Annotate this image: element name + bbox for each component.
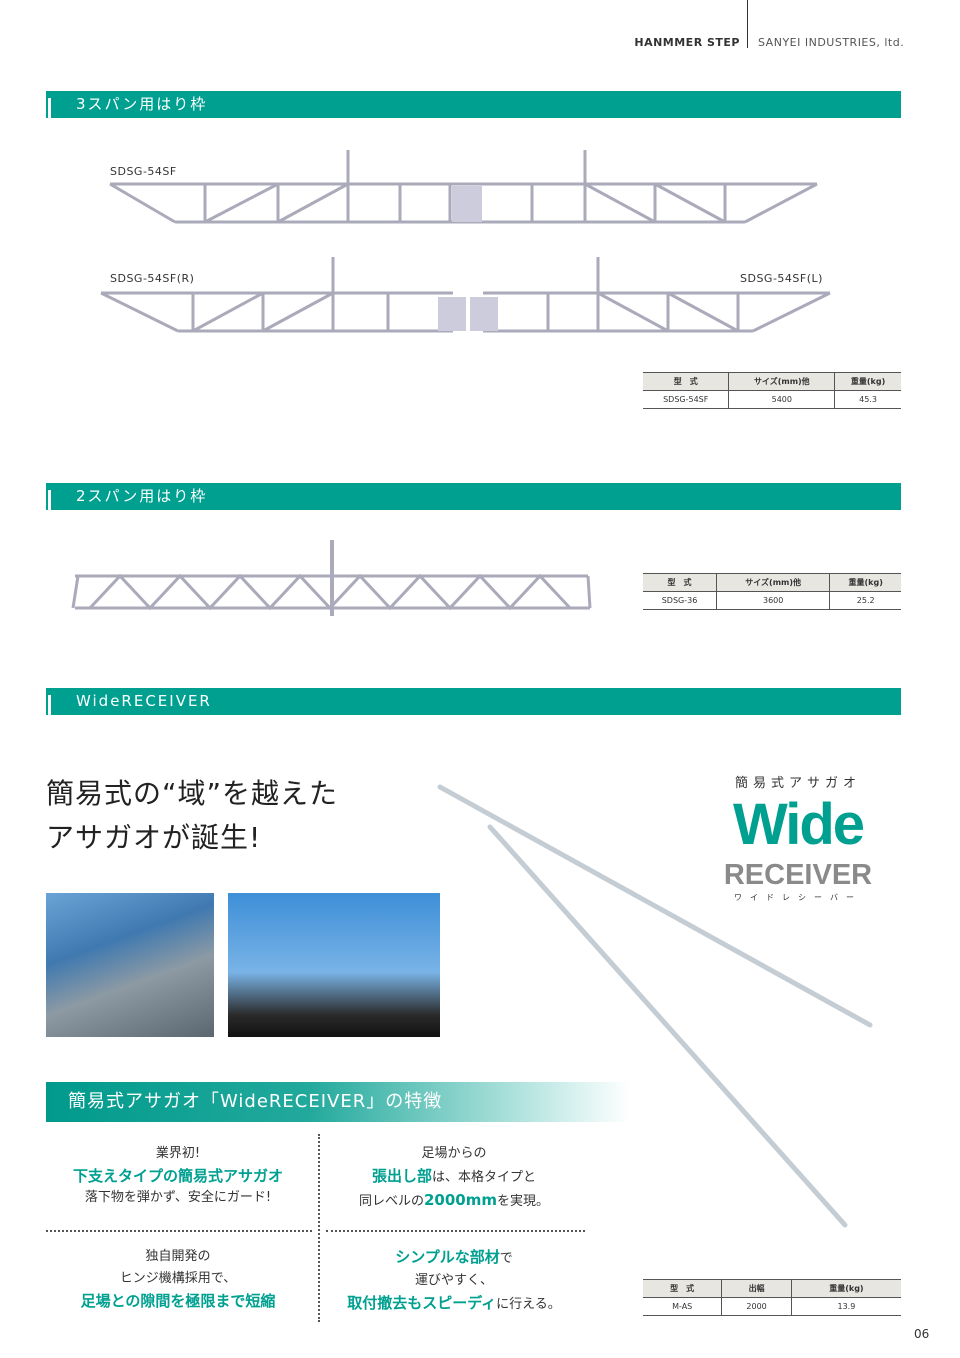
logo-sub: RECEIVER: [723, 859, 873, 891]
cell-model: SDSG-36: [643, 591, 717, 610]
col-header: 重量(kg): [834, 372, 901, 391]
model-label: SDSG-54SF: [110, 165, 177, 178]
logo-main: Wide: [732, 792, 865, 857]
divider-horizontal: [46, 1230, 312, 1232]
feature-text: 落下物を弾かず、安全にガード!: [84, 1190, 272, 1205]
feature-highlight: 足場との隙間を極限まで短縮: [80, 1292, 276, 1310]
cell-size: 3600: [715, 591, 830, 610]
feature-text: に行える。: [496, 1297, 561, 1312]
feature-highlight: 下支えタイプの簡易式アサガオ: [72, 1167, 283, 1185]
feature-3: 独自開発の ヒンジ機構採用で、 足場との隙間を極限まで短縮: [43, 1246, 313, 1312]
company-label: SANYEI INDUSTRIES, ltd.: [758, 36, 905, 49]
feature-1: 業界初! 下支えタイプの簡易式アサガオ 落下物を弾かず、安全にガード!: [43, 1143, 313, 1209]
wide-receiver-product-image: [437, 784, 873, 1228]
logo-top: 簡易式アサガオ: [734, 775, 861, 790]
feature-text: で: [499, 1251, 513, 1266]
features-title-bar: 簡易式アサガオ「WideRECEIVER」の特徴: [46, 1082, 630, 1122]
cell-width: 2000: [721, 1297, 792, 1316]
divider-horizontal: [326, 1230, 585, 1232]
feature-text: は、本格タイプと: [432, 1170, 537, 1185]
feature-text: を実現。: [497, 1194, 550, 1209]
col-header: サイズ(mm)他: [728, 372, 835, 391]
feature-text: ヒンジ機構採用で、: [119, 1271, 237, 1286]
col-header: 出幅: [721, 1279, 792, 1298]
cell-model: M-AS: [643, 1297, 722, 1316]
cell-weight: 25.2: [829, 591, 901, 610]
cell-model: SDSG-54SF: [643, 390, 729, 409]
feature-text: 業界初!: [155, 1146, 201, 1161]
divider-vertical: [318, 1134, 320, 1322]
col-header: 型 式: [643, 1279, 722, 1298]
wide-receiver-logo: 簡易式アサガオ Wide RECEIVER ワイドレシーバー: [712, 774, 884, 904]
photo-scaffold-sky: [228, 893, 440, 1037]
section-bar-3span: 3スパン用はり枠: [46, 91, 901, 118]
feature-text: 同レベルの: [358, 1194, 424, 1209]
col-header: 型 式: [643, 372, 729, 391]
section-bar-widereceiver: WideRECEIVER: [46, 688, 901, 715]
section-bar-2span: 2スパン用はり枠: [46, 483, 901, 510]
features-title: 簡易式アサガオ「WideRECEIVER」の特徴: [68, 1091, 443, 1112]
section-title: WideRECEIVER: [76, 692, 212, 710]
col-header: サイズ(mm)他: [715, 573, 830, 592]
truss-3span-image: [109, 150, 818, 224]
feature-text: 独自開発の: [145, 1249, 211, 1264]
cell-weight: 13.9: [790, 1297, 901, 1316]
section-title: 3スパン用はり枠: [76, 95, 208, 113]
col-header: 重量(kg): [790, 1279, 901, 1298]
col-header: 型 式: [643, 573, 717, 592]
truss-2span-image: [71, 540, 592, 616]
cell-size: 5400: [728, 390, 835, 409]
feature-highlight: 取付撤去もスピーディ: [347, 1294, 497, 1312]
page-number: 06: [914, 1327, 930, 1341]
feature-highlight: 張出し部: [371, 1167, 432, 1185]
model-label: SDSG-54SF(R): [110, 272, 195, 285]
feature-text: 運びやすく、: [414, 1273, 493, 1288]
truss-split-image: [100, 257, 831, 333]
headline-line: 簡易式の“域”を越えた: [46, 777, 339, 810]
section-title: 2スパン用はり枠: [76, 487, 208, 505]
brand-label: HANMMER STEP: [634, 36, 740, 49]
feature-4: シンプルな部材で 運びやすく、 取付撤去もスピーディに行える。: [319, 1246, 589, 1316]
headline-line: アサガオが誕生!: [46, 821, 262, 854]
header-divider: [747, 0, 748, 48]
cell-weight: 45.3: [834, 390, 901, 409]
col-header: 重量(kg): [829, 573, 901, 592]
feature-text: 足場からの: [421, 1146, 487, 1161]
logo-kana: ワイドレシーバー: [734, 893, 862, 902]
feature-highlight: シンプルな部材: [395, 1248, 500, 1266]
headline: 簡易式の“域”を越えた アサガオが誕生!: [46, 772, 338, 860]
model-label: SDSG-54SF(L): [740, 272, 823, 285]
photo-net-installed: [46, 893, 214, 1037]
feature-2: 足場からの 張出し部は、本格タイプと 同レベルの2000mmを実現。: [319, 1143, 589, 1213]
feature-highlight: 2000mm: [423, 1191, 497, 1209]
